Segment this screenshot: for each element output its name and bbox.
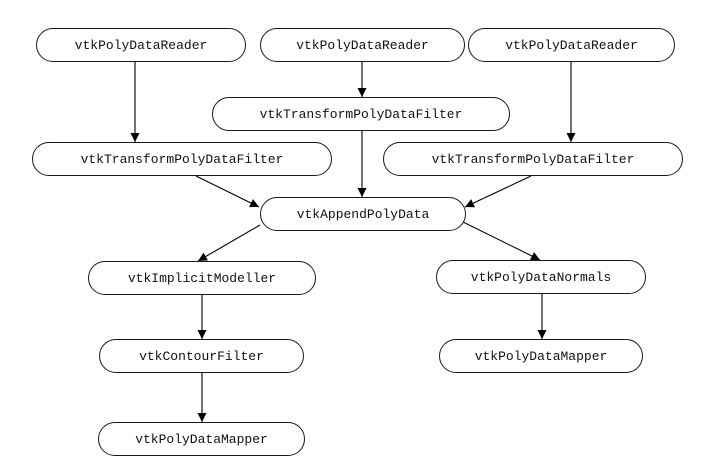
node-implicit-modeller: vtkImplicitModeller [88, 261, 316, 295]
edge-append-to-implicit-modeller [197, 224, 261, 262]
node-label: vtkPolyDataMapper [474, 348, 608, 364]
node-transform-1: vtkTransformPolyDataFilter [32, 142, 332, 176]
node-label: vtkTransformPolyDataFilter [431, 151, 635, 167]
node-label: vtkTransformPolyDataFilter [80, 151, 284, 167]
edge-transform-1-to-append [195, 175, 260, 208]
node-reader-3: vtkPolyDataReader [468, 28, 675, 62]
node-append: vtkAppendPolyData [260, 197, 466, 231]
node-mapper-1: vtkPolyDataMapper [98, 422, 305, 456]
node-label: vtkPolyDataNormals [470, 269, 612, 285]
node-reader-1: vtkPolyDataReader [36, 28, 246, 62]
edge-append-to-normals [458, 219, 541, 261]
node-label: vtkAppendPolyData [296, 206, 430, 222]
node-label: vtkPolyDataMapper [135, 431, 268, 447]
node-transform-2: vtkTransformPolyDataFilter [212, 97, 510, 131]
node-normals: vtkPolyDataNormals [436, 260, 646, 294]
node-mapper-2: vtkPolyDataMapper [439, 339, 643, 373]
node-label: vtkPolyDataReader [296, 37, 429, 53]
node-label: vtkContourFilter [139, 348, 264, 364]
node-reader-2: vtkPolyDataReader [260, 28, 465, 62]
edge-transform-3-to-append [464, 175, 532, 208]
node-label: vtkTransformPolyDataFilter [259, 106, 463, 122]
node-contour: vtkContourFilter [99, 339, 304, 373]
node-transform-3: vtkTransformPolyDataFilter [383, 142, 683, 176]
node-label: vtkPolyDataReader [74, 37, 208, 53]
node-label: vtkImplicitModeller [127, 270, 277, 286]
node-label: vtkPolyDataReader [505, 37, 638, 53]
